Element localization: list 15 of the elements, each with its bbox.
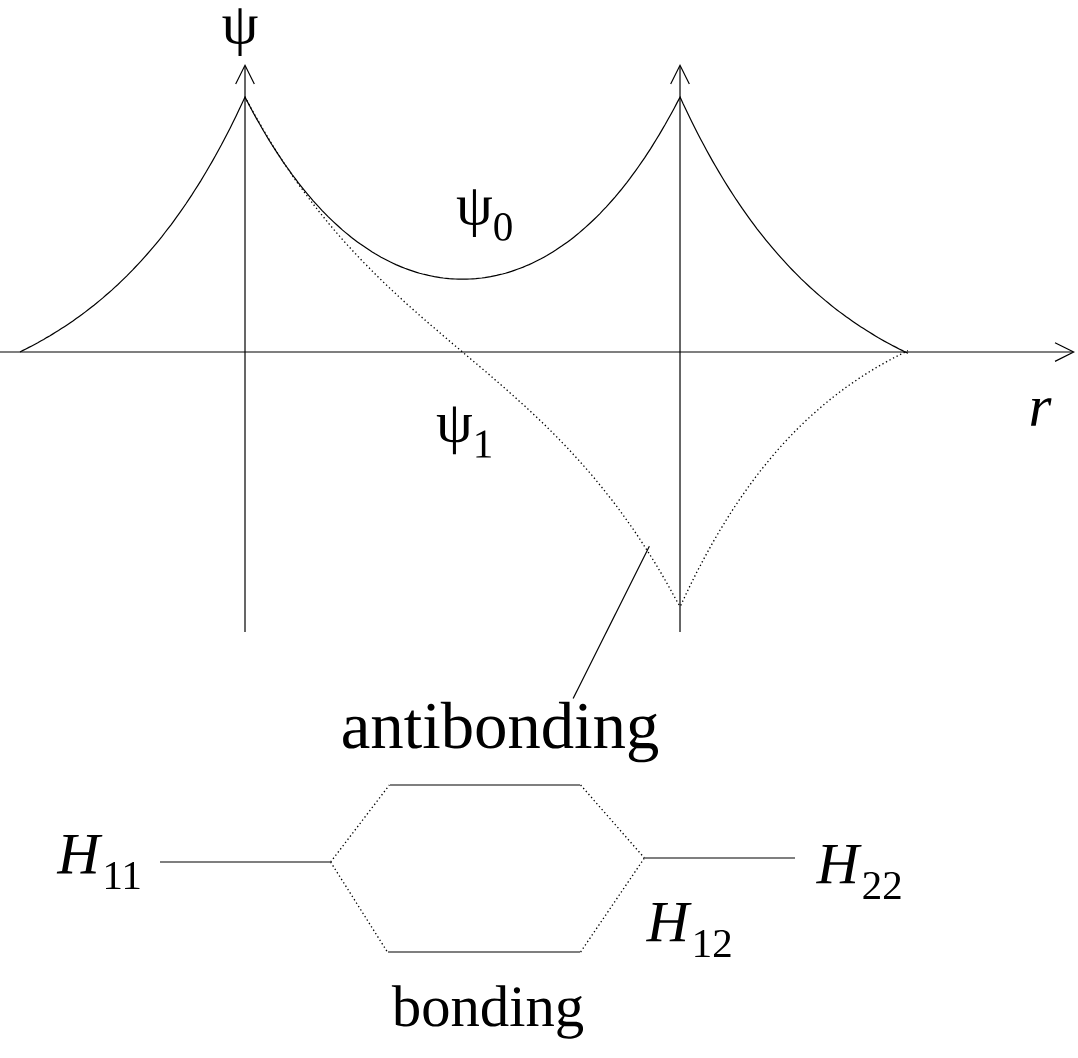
text-label: r bbox=[1031, 398, 1052, 426]
text-label: ψ bbox=[222, 8, 258, 56]
level-label: H$_{22}$ bbox=[816, 844, 901, 900]
connector-line bbox=[329, 861, 389, 953]
text-label: ψ$_{1}$ bbox=[436, 406, 491, 458]
level-label: bonding bbox=[391, 985, 584, 1039]
text-label: H$_{12}$ bbox=[646, 902, 731, 958]
curve bbox=[244, 96, 909, 608]
leader-line bbox=[572, 545, 650, 699]
connector-line bbox=[579, 784, 646, 859]
connector-line bbox=[579, 857, 646, 953]
level-label: H$_{11}$ bbox=[56, 834, 140, 890]
level-label: antibonding bbox=[343, 701, 658, 763]
connector-line bbox=[329, 784, 391, 863]
text-label: ψ$_{0}$ bbox=[456, 189, 512, 241]
